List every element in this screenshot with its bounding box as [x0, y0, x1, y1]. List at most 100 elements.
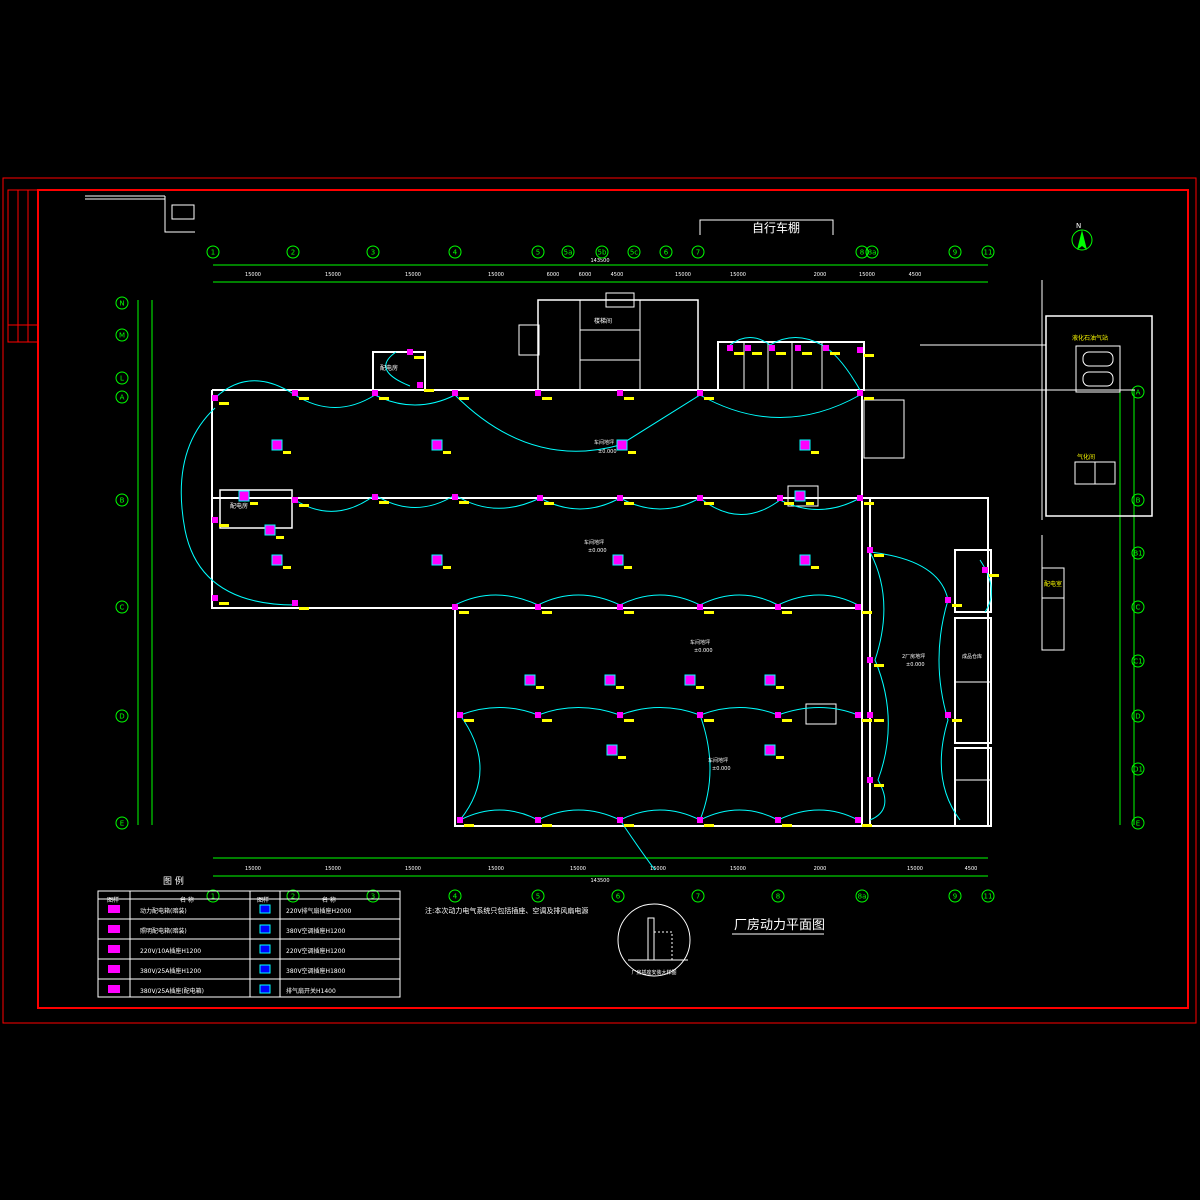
legend-item-right: 380V空调插座H1200 — [286, 927, 346, 935]
top-dimension: 6000 — [547, 272, 560, 278]
socket-icon — [867, 547, 873, 553]
axis-bubble-left-A: A — [115, 390, 129, 404]
bike-shed-label: 自行车棚 — [752, 220, 800, 235]
distribution-box-icon — [616, 439, 628, 451]
top-dimension: 15000 — [675, 272, 691, 278]
box-tag — [776, 686, 784, 689]
socket-icon — [855, 712, 861, 718]
axis-bubble-top-2: 2 — [286, 245, 300, 259]
socket-icon — [617, 712, 623, 718]
socket-icon — [457, 712, 463, 718]
box-tag — [443, 566, 451, 569]
axis-bubble-top-1: 1 — [206, 245, 220, 259]
north-arrow-icon: N — [1071, 222, 1093, 251]
socket-tag — [379, 501, 389, 504]
svg-text:7: 7 — [696, 249, 700, 257]
axis-bubble-top-5a: 5a — [561, 245, 575, 259]
box-tag — [624, 566, 632, 569]
cable-runs — [180, 337, 992, 871]
legend-item-right: 380V空调插座H1800 — [286, 967, 346, 975]
box-tag — [250, 502, 258, 505]
socket-tag — [864, 397, 874, 400]
legend-item-left: 照明配电箱(暗装) — [140, 927, 187, 935]
axis-bubble-right-C1: C1 — [1131, 654, 1145, 668]
socket-icon — [727, 345, 733, 351]
distribution-box-icon — [612, 554, 624, 566]
socket-tag — [624, 397, 634, 400]
axis-bubble-bottom-9: 9 — [948, 889, 962, 903]
axis-bubble-right-D: D — [1131, 709, 1145, 723]
distribution-box-icon — [238, 490, 250, 502]
socket-tag — [464, 824, 474, 827]
inner-frame — [37, 189, 1189, 1009]
socket-tag — [542, 611, 552, 614]
svg-text:C: C — [120, 604, 125, 612]
svg-text:C1: C1 — [1133, 658, 1142, 666]
socket-tag — [862, 719, 872, 722]
svg-text:N: N — [119, 300, 124, 308]
socket-tag — [874, 784, 884, 787]
distribution-box-icon — [271, 439, 283, 451]
axis-bubble-top-11: 11 — [981, 245, 995, 259]
socket-tag — [542, 824, 552, 827]
socket-tag — [704, 502, 714, 505]
socket-icon — [407, 349, 413, 355]
warehouse-label: 成品仓库 — [962, 653, 982, 660]
axis-bubble-top-7: 7 — [691, 245, 705, 259]
legend-item-left: 380V/25A插座H1200 — [140, 967, 201, 975]
bottom-dimension: 15000 — [907, 866, 923, 872]
axis-bubble-left-D: D — [115, 709, 129, 723]
socket-tag — [784, 502, 794, 505]
site-line — [85, 195, 195, 233]
box-tag — [443, 451, 451, 454]
title-strip — [7, 189, 39, 343]
workshop-level-1: ±0.000 — [598, 449, 617, 455]
dimension-lines — [137, 264, 1135, 877]
svg-text:M: M — [119, 332, 125, 340]
socket-tag — [542, 719, 552, 722]
distribution-box-icon — [524, 674, 536, 686]
total-dimension-top: 143500 — [590, 258, 609, 264]
socket-tag — [299, 504, 309, 507]
socket-icon — [697, 390, 703, 396]
svg-text:6: 6 — [664, 249, 669, 257]
socket-tag — [219, 402, 229, 405]
distribution-box-icon — [604, 674, 616, 686]
axis-bubble-left-M: M — [115, 328, 129, 342]
socket-tag — [219, 602, 229, 605]
room-labels: 配电房 楼梯间 车间地坪 ±0.000 车间地坪 ±0.000 车间地坪 ±0.… — [230, 317, 982, 772]
axis-bubble-bottom-7: 7 — [691, 889, 705, 903]
box-tag — [696, 686, 704, 689]
bottom-dimension: 15000 — [325, 866, 341, 872]
socket-tag — [464, 719, 474, 722]
workshop-level-3: ±0.000 — [694, 648, 713, 654]
axis-bubble-bottom-8: 8 — [771, 889, 785, 903]
socket-tag — [862, 824, 872, 827]
legend-item-right: 220V排气扇插座H2000 — [286, 907, 352, 915]
axis-bubble-bottom-4: 4 — [448, 889, 462, 903]
axis-bubble-right-A: A — [1131, 385, 1145, 399]
axis-bubble-bottom-2: 2 — [286, 889, 300, 903]
top-dimension: 15000 — [730, 272, 746, 278]
socket-icon — [537, 495, 543, 501]
installation-detail: 厂房插座安装大样图 — [617, 903, 691, 977]
workshop-level-5: ±0.000 — [906, 662, 925, 668]
box-tag — [628, 451, 636, 454]
legend-col-symbol: 图样 — [107, 896, 119, 904]
axis-bubble-left-L: L — [115, 371, 129, 385]
socket-icon — [795, 345, 801, 351]
box-tag — [283, 451, 291, 454]
socket-tag — [459, 397, 469, 400]
svg-text:D: D — [1135, 713, 1140, 721]
distribution-box-icon — [764, 744, 776, 756]
svg-text:1: 1 — [211, 893, 215, 901]
socket-icon — [452, 494, 458, 500]
socket-tag — [704, 397, 714, 400]
socket-icon — [212, 595, 218, 601]
socket-tag — [864, 502, 874, 505]
legend-table: 图 例 动力配电箱(暗装)照明配电箱(暗装)220V/10A插座H1200380… — [97, 875, 401, 998]
svg-text:B: B — [1136, 497, 1141, 505]
